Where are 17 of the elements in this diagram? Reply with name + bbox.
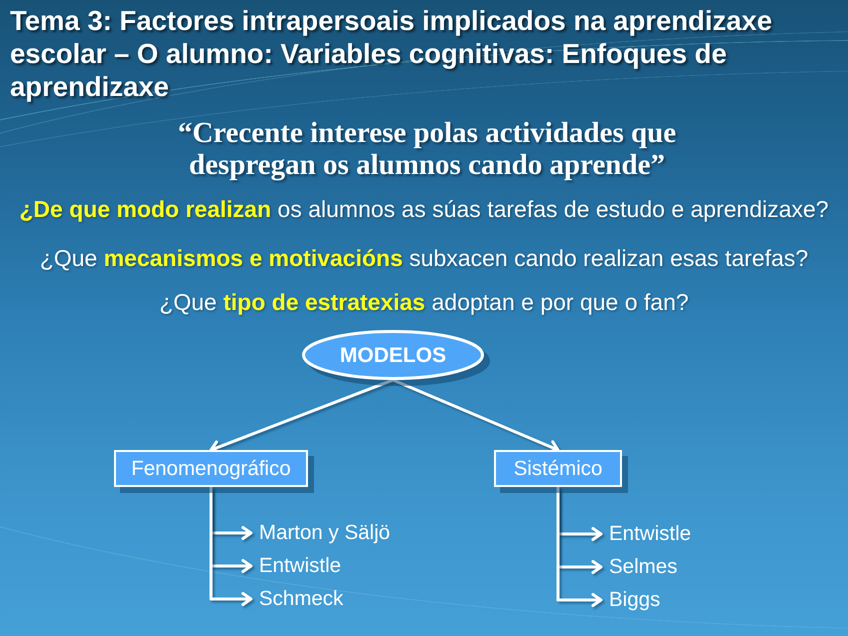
author-name: Entwistle bbox=[259, 554, 342, 578]
question-text: ¿De que modo realizan os alumnos as súas tarefas de estudo e aprendizaxe? bbox=[18, 196, 830, 223]
author-name: Schmeck bbox=[259, 587, 344, 611]
question-text: ¿Que mecanismos e motivacións subxacen cando realizan esas tarefas? bbox=[38, 245, 810, 272]
category-label: Sistémico bbox=[514, 456, 602, 480]
quote-text: “Crecente interese polas actividades que despregan os alumnos cando aprende” bbox=[176, 117, 678, 181]
oval-node bbox=[302, 330, 484, 380]
question-text: ¿Que tipo de estratexias adoptan e por que o fan? bbox=[158, 289, 690, 316]
author-name: Selmes bbox=[609, 555, 678, 579]
category-box bbox=[494, 450, 622, 487]
node-label: MODELOS bbox=[340, 342, 446, 368]
author-name: Entwistle bbox=[609, 522, 692, 546]
category-label: Fenomenográfico bbox=[131, 456, 291, 480]
author-name: Biggs bbox=[609, 588, 660, 612]
slide-title: Tema 3: Factores intrapersoais implicados na aprendizaxe escolar – O alumno: Variables cognitivas: Enfoques de aprendizaxe bbox=[10, 4, 774, 103]
category-box bbox=[114, 450, 308, 487]
author-name: Marton y Säljö bbox=[259, 521, 390, 545]
